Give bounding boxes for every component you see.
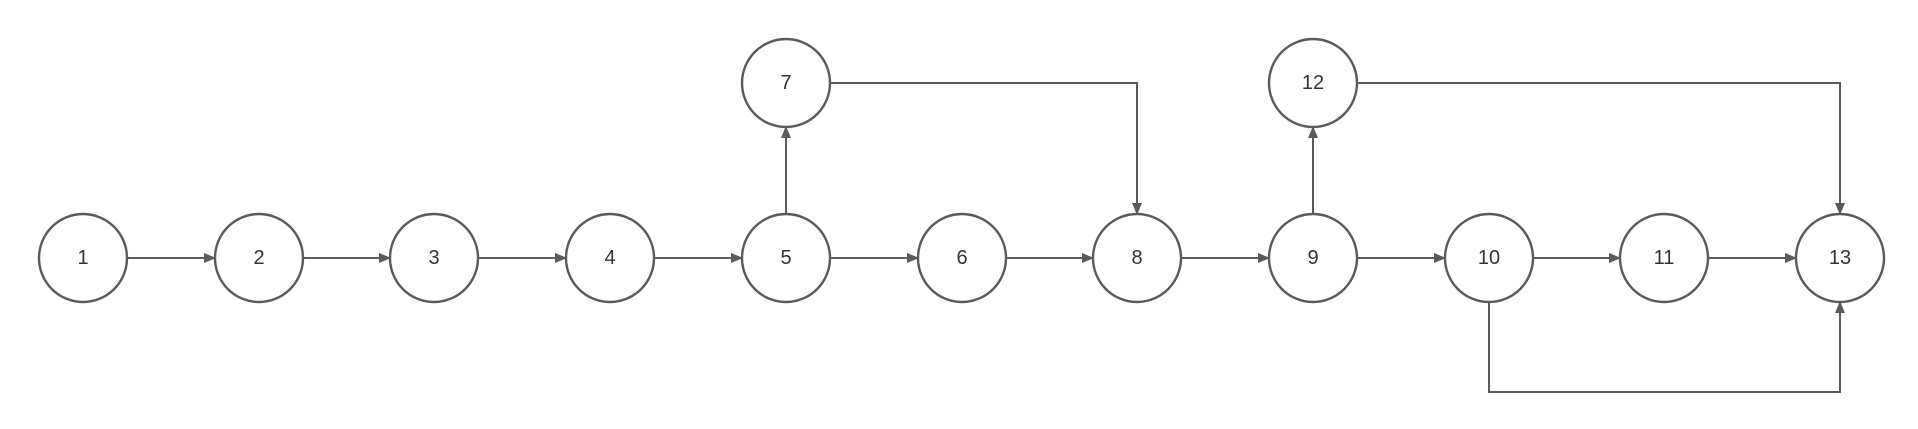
- node-5: 5: [740, 212, 832, 304]
- edges-layer: [127, 82, 1845, 393]
- node-label: 1: [77, 247, 88, 269]
- node-circle: [1267, 37, 1359, 129]
- node-label: 2: [253, 247, 264, 269]
- node-label: 3: [428, 247, 439, 269]
- edge-12-to-13: [1357, 82, 1845, 215]
- node-11: 11: [1618, 212, 1710, 304]
- node-label: 10: [1478, 247, 1500, 269]
- node-circle: [740, 212, 832, 304]
- node-label: 5: [780, 247, 791, 269]
- node-2: 2: [213, 212, 305, 304]
- node-label: 7: [780, 72, 791, 94]
- node-circle: [213, 212, 305, 304]
- node-circle: [388, 212, 480, 304]
- node-circle: [1618, 212, 1710, 304]
- node-label: 11: [1654, 247, 1675, 269]
- node-label: 8: [1131, 247, 1142, 269]
- node-circle: [1091, 212, 1183, 304]
- node-13: 13: [1794, 212, 1886, 304]
- node-9: 9: [1267, 212, 1359, 304]
- edge-7-to-8: [830, 82, 1142, 215]
- node-circle: [1443, 212, 1535, 304]
- node-1: 1: [37, 212, 129, 304]
- node-6: 6: [916, 212, 1008, 304]
- node-3: 3: [388, 212, 480, 304]
- node-label: 13: [1829, 247, 1851, 269]
- node-circle: [1794, 212, 1886, 304]
- node-label: 12: [1302, 72, 1324, 94]
- node-7: 7: [740, 37, 832, 129]
- node-label: 6: [956, 247, 967, 269]
- node-10: 10: [1443, 212, 1535, 304]
- node-circle: [564, 212, 656, 304]
- node-4: 4: [564, 212, 656, 304]
- node-circle: [740, 37, 832, 129]
- node-label: 4: [604, 247, 615, 269]
- node-circle: [916, 212, 1008, 304]
- edge-10-to-13: [1488, 301, 1845, 393]
- node-label: 9: [1307, 247, 1318, 269]
- node-8: 8: [1091, 212, 1183, 304]
- node-circle: [37, 212, 129, 304]
- node-12: 12: [1267, 37, 1359, 129]
- node-circle: [1267, 212, 1359, 304]
